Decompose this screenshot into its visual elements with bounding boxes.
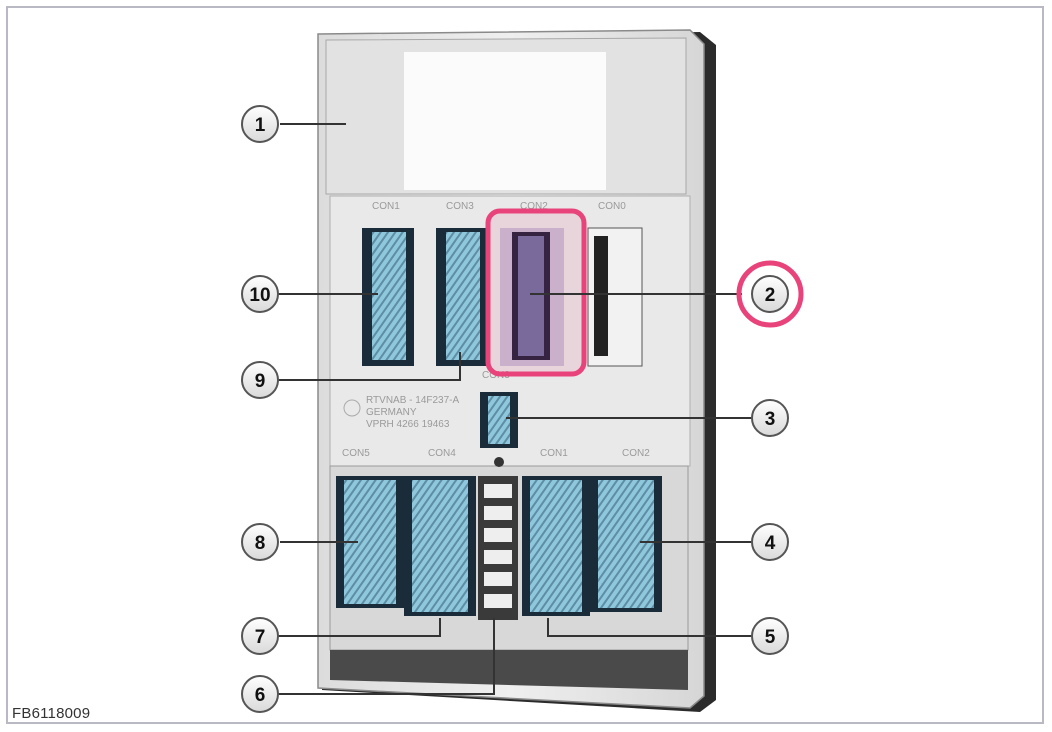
connector-upper-2	[436, 228, 488, 366]
callout-number: 4	[765, 533, 776, 554]
connector-caption: CON4	[428, 448, 456, 459]
callout-number: 7	[255, 627, 266, 648]
connector-caption: CON2	[520, 201, 548, 212]
plate-text: RTVNAB - 14F237-A	[366, 395, 460, 406]
connector-lower-3	[522, 476, 590, 616]
connector-caption: CON3	[446, 201, 474, 212]
callout-4: 4	[751, 523, 789, 561]
figure-id: FB6118009	[12, 705, 91, 722]
connector-center-small	[480, 392, 518, 448]
connector-caption: CON2	[622, 448, 650, 459]
connector-upper-4	[587, 227, 643, 367]
connector-caption: CON1	[372, 201, 400, 212]
plate-text: VPRH 4266 19463	[366, 419, 450, 430]
connector-lower-4	[590, 476, 662, 612]
callout-2: 2	[751, 275, 789, 313]
connector-upper-1	[362, 228, 414, 366]
connector-lower-2	[404, 476, 476, 616]
callout-7: 7	[241, 617, 279, 655]
callout-number: 6	[255, 685, 266, 706]
callout-6: 6	[241, 675, 279, 713]
callout-1: 1	[241, 105, 279, 143]
fuse-strip	[478, 476, 518, 620]
callout-5: 5	[751, 617, 789, 655]
plate-text: GERMANY	[366, 407, 417, 418]
callout-number: 10	[249, 285, 270, 306]
callout-3: 3	[751, 399, 789, 437]
callout-number: 1	[255, 115, 266, 136]
highlight-box	[485, 208, 587, 377]
connector-upper-3	[500, 228, 564, 366]
connector-caption: CON5	[342, 448, 370, 459]
figure-frame	[6, 6, 1044, 724]
callout-10: 10	[241, 275, 279, 313]
highlight-circle	[736, 260, 804, 328]
connector-caption: CON1	[540, 448, 568, 459]
callout-number: 8	[255, 533, 266, 554]
recycle-icon	[343, 399, 361, 417]
callout-number: 3	[765, 409, 776, 430]
connector-lower-1	[336, 476, 404, 608]
callout-number: 2	[765, 285, 776, 306]
callout-8: 8	[241, 523, 279, 561]
leader-lines	[278, 123, 752, 695]
callout-number: 9	[255, 371, 266, 392]
callout-9: 9	[241, 361, 279, 399]
label-area	[404, 52, 606, 190]
callout-number: 5	[765, 627, 776, 648]
connector-caption: CON0	[598, 201, 626, 212]
screw	[494, 457, 504, 467]
